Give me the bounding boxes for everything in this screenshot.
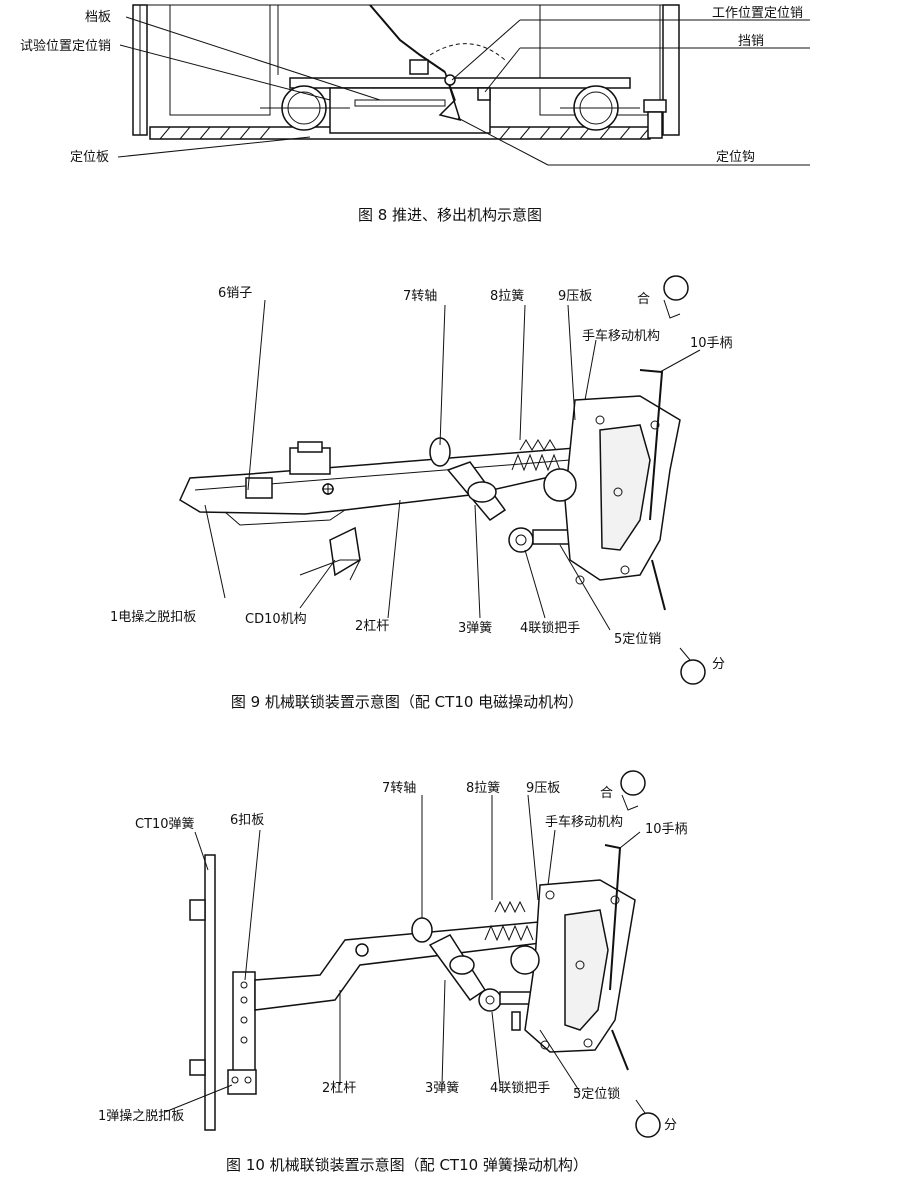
label-spring-8: 8拉簧	[490, 288, 524, 304]
label-shiyan-pin: 试验位置定位销	[20, 38, 111, 54]
label-fen: 分	[712, 657, 725, 672]
label-spring-8: 8拉簧	[466, 780, 500, 796]
label-dangxiao: 挡销	[738, 34, 764, 49]
label-dangban: 档板	[85, 10, 111, 25]
label-handle-10: 10手柄	[645, 822, 688, 837]
label-dingweiban: 定位板	[70, 150, 109, 165]
label-plate-6: 6扣板	[230, 813, 264, 828]
label-pin-6: 6销子	[218, 286, 252, 301]
label-plate-9: 9压板	[526, 781, 560, 796]
label-lever-2: 2杠杆	[355, 618, 389, 634]
label-ct10-spring: CT10弹簧	[135, 816, 195, 832]
label-spring-3: 3弹簧	[425, 1080, 459, 1096]
label-shaft-7: 7转轴	[403, 289, 437, 304]
label-cart-mechanism: 手车移动机构	[545, 814, 623, 830]
label-he: 合	[637, 292, 650, 307]
figure-9-caption: 图 9 机械联锁装置示意图（配 CT10 电磁操动机构）	[231, 693, 583, 711]
label-handle-10: 10手柄	[690, 336, 733, 351]
figure-8-caption: 图 8 推进、移出机构示意图	[358, 206, 542, 224]
figure-10-caption: 图 10 机械联锁装置示意图（配 CT10 弹簧操动机构）	[226, 1156, 588, 1174]
label-trip-plate-1: 1电操之脱扣板	[110, 609, 196, 625]
label-lock-5: 5定位锁	[573, 1086, 620, 1102]
label-lock-5: 5定位销	[614, 632, 661, 647]
label-shaft-7: 7转轴	[382, 781, 416, 796]
label-interlock-4: 4联锁把手	[490, 1080, 550, 1096]
figure-10-drawing	[164, 770, 661, 1138]
label-plate-9: 9压板	[558, 289, 592, 304]
label-trip-plate-1: 1弹操之脱扣板	[98, 1108, 184, 1124]
label-cd10: CD10机构	[245, 612, 307, 627]
label-dingweigou: 定位钩	[716, 150, 755, 165]
label-he: 合	[600, 786, 613, 801]
label-lever-2: 2杠杆	[322, 1080, 356, 1096]
figure-8-drawing	[117, 4, 810, 166]
label-fen: 分	[664, 1118, 677, 1133]
label-spring-3: 3弹簧	[458, 620, 492, 636]
label-gongzuo-pin: 工作位置定位销	[712, 6, 803, 21]
label-interlock-4: 4联锁把手	[520, 620, 580, 636]
figure-9-drawing	[179, 275, 706, 685]
label-cart-mechanism: 手车移动机构	[582, 328, 660, 344]
